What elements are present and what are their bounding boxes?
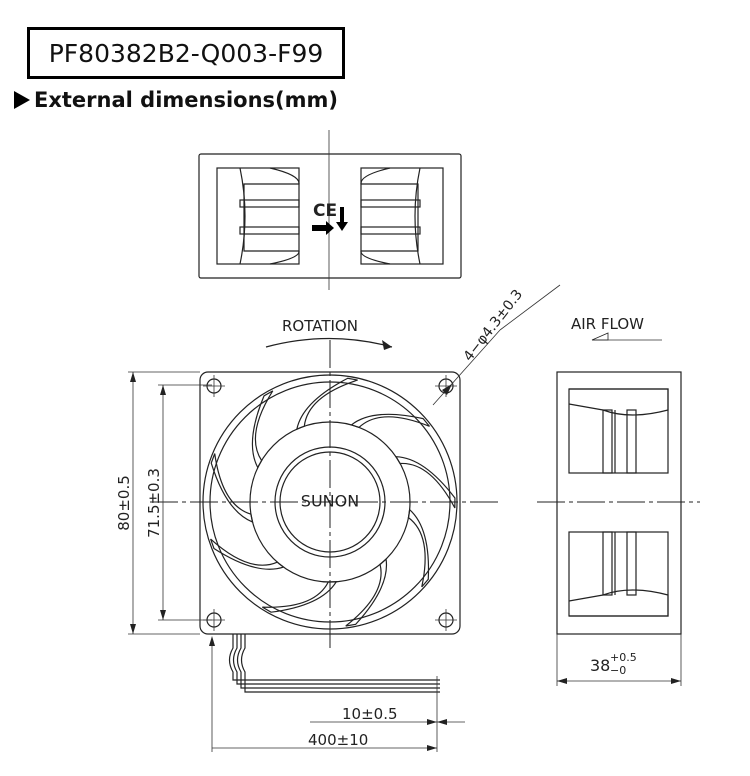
- depth-tolerance-upper: +0.5: [610, 651, 637, 664]
- top-view-left-half: [216, 167, 300, 265]
- rotation-arrow: [265, 337, 393, 348]
- fan-blade: [210, 453, 254, 523]
- fan-blade: [251, 390, 274, 469]
- airflow-label: AIR FLOW: [571, 315, 644, 333]
- side-upper-section: [568, 388, 669, 474]
- fan-blade: [345, 557, 388, 627]
- rotation-arrowhead-icon: [382, 340, 392, 350]
- airflow-arrow-icon: [312, 221, 334, 235]
- fan-blades: [210, 377, 456, 627]
- fan-blade: [262, 581, 338, 613]
- model-number-box: PF80382B2-Q003-F99: [27, 27, 345, 79]
- depth-tolerance-lower: −0: [610, 664, 626, 677]
- model-number: PF80382B2-Q003-F99: [48, 38, 324, 68]
- mounting-holes: [203, 375, 457, 631]
- lead-wires: 10±0.5 400±10: [209, 634, 465, 752]
- outer-dimension: 80±0.5: [115, 475, 133, 531]
- top-view-right-half: [360, 167, 444, 265]
- strip-dimension: 10±0.5: [342, 705, 398, 723]
- ce-mark-icon: CE: [313, 201, 337, 221]
- side-lower-section: [568, 531, 669, 617]
- lead-length-dimension: 400±10: [308, 731, 368, 749]
- triangle-bullet-icon: [14, 91, 30, 109]
- side-frame: [556, 371, 682, 635]
- rotation-arrow-icon: [336, 207, 348, 231]
- section-heading: External dimensions(mm): [14, 88, 338, 112]
- fan-blade: [350, 413, 430, 429]
- heading-text: External dimensions(mm): [34, 88, 338, 112]
- airflow-arrow-icon: [591, 332, 609, 341]
- depth-dimension: 38: [590, 656, 610, 675]
- fan-blade: [407, 508, 430, 588]
- fan-blade: [296, 377, 358, 431]
- fan-blade: [210, 538, 285, 570]
- hole-spec: 4−φ4.3±0.3: [461, 287, 527, 365]
- rotation-label: ROTATION: [282, 317, 358, 335]
- hole-pitch-dimension: 71.5±0.3: [145, 468, 163, 538]
- side-view: AIR FLOW 38 +0.5 −0: [537, 315, 700, 686]
- front-view: ROTATION SUNON 4−φ4.3±0.3 80±0.5 71.5±0.…: [115, 284, 561, 650]
- fan-blade: [394, 456, 456, 509]
- top-view: CE: [198, 130, 462, 290]
